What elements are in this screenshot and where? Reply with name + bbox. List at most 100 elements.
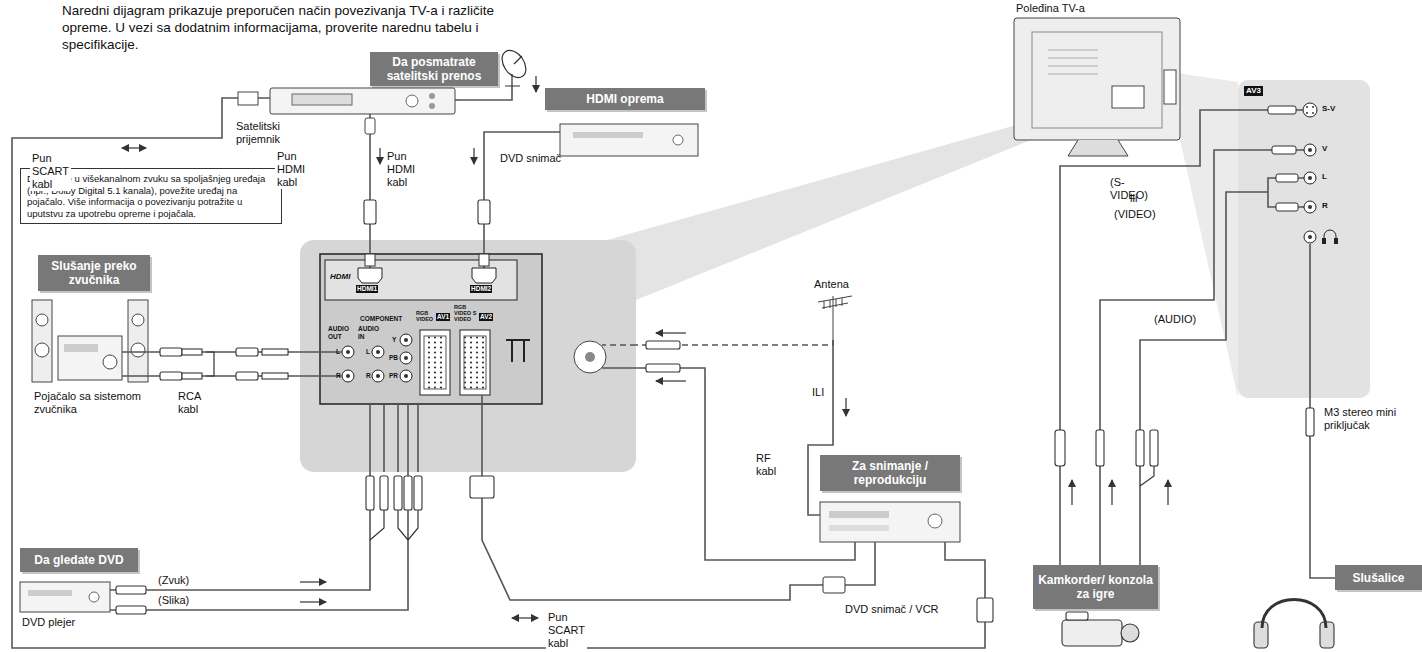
side-av-panel-drawing-part bbox=[1312, 106, 1314, 108]
text-holder: S-V bbox=[1322, 104, 1335, 113]
cable-label: Pun HDMI kabl bbox=[387, 150, 415, 189]
port-label: R bbox=[336, 372, 341, 380]
illustration-layer-part bbox=[182, 349, 202, 355]
illustration-layer-part bbox=[470, 476, 494, 498]
port-label: L bbox=[336, 348, 340, 356]
illustration-layer-part bbox=[122, 147, 146, 148]
side-av-panel-drawing-part bbox=[1272, 146, 1296, 154]
cable-label: (S-VIDEO) bbox=[1110, 176, 1148, 202]
illustration-layer-part bbox=[116, 200, 1334, 648]
amplifier-speakers-drawing-part bbox=[36, 314, 48, 326]
band-title: Da posmatrate satelitski prenos bbox=[375, 55, 493, 83]
illustration-layer-part bbox=[300, 601, 326, 602]
note-label: ILI bbox=[812, 386, 824, 399]
illustration-layer-part bbox=[300, 581, 326, 582]
port-label: COMPONENT bbox=[360, 315, 402, 323]
amplifier-speakers-drawing-part bbox=[103, 355, 117, 369]
tv-connection-panel-drawing-part bbox=[342, 346, 354, 358]
side-av-panel-drawing-part bbox=[1304, 172, 1316, 184]
side-av-panel-drawing-part bbox=[1276, 174, 1298, 182]
dvd-recorder-drawing-part bbox=[573, 132, 643, 138]
tv-connection-panel-drawing-part bbox=[585, 352, 595, 362]
illustration-layer-part bbox=[656, 332, 686, 333]
amplifier-speakers-drawing-part bbox=[122, 352, 152, 376]
illustration-layer-part bbox=[1140, 466, 1154, 486]
illustration-layer-part bbox=[845, 398, 846, 416]
label-patch: (S-VIDEO) bbox=[1108, 176, 1150, 202]
text-holder: PB bbox=[389, 354, 398, 362]
illustration-layer-part bbox=[122, 46, 1168, 618]
illustration-layer-part bbox=[160, 348, 182, 356]
text-holder: AUDIO OUT bbox=[328, 325, 350, 340]
tv-connection-panel-drawing-part bbox=[342, 370, 354, 382]
cable-connector bbox=[1060, 110, 1238, 565]
tv-connection-panel-drawing-part bbox=[400, 334, 412, 346]
satellite-receiver-drawing-part bbox=[365, 118, 375, 134]
band-title: HDMI oprema bbox=[586, 92, 663, 106]
dvd-recorder-vcr-drawing-part bbox=[928, 514, 942, 528]
illustration-layer-part bbox=[1150, 430, 1158, 466]
cable-label: Pun HDMI kabl bbox=[277, 150, 305, 189]
illustration-layer-part bbox=[1306, 408, 1314, 436]
port-label: R bbox=[1322, 201, 1328, 210]
tv-connection-panel-drawing-part bbox=[479, 254, 489, 266]
tv-connection-panel-drawing-part bbox=[400, 352, 412, 364]
label-patch: (Zvuk) bbox=[156, 574, 191, 587]
illustration-layer-part bbox=[1055, 430, 1065, 466]
dvd-recorder-vcr-drawing-part bbox=[829, 525, 889, 531]
satellite-receiver-drawing-part bbox=[238, 92, 258, 105]
illustration-layer-part bbox=[460, 86, 512, 100]
illustration-layer-part bbox=[977, 598, 993, 622]
label-patch: ILI bbox=[810, 386, 826, 399]
view-caption: Poleđina TV-a bbox=[1016, 2, 1085, 15]
cable-connector bbox=[113, 472, 370, 590]
amplifier-speakers-drawing-part bbox=[64, 344, 98, 352]
text-holder: AV1 bbox=[436, 313, 450, 321]
tv-rear-view-drawing-part bbox=[1048, 50, 1098, 74]
text-holder: Da posmatrate satelitski prenos bbox=[375, 55, 493, 83]
text-holder: AV2 bbox=[479, 313, 493, 321]
tv-rear-view-drawing bbox=[1008, 0, 1188, 158]
illustration-layer-part bbox=[656, 380, 686, 381]
device-caption: DVD plejer bbox=[22, 616, 112, 629]
dvd-recorder-vcr-drawing-part bbox=[823, 577, 845, 593]
cable-label: RF kabl bbox=[756, 452, 776, 478]
text-holder: Za snimanje / reprodukciju bbox=[825, 459, 955, 487]
illustration-layer-part bbox=[1071, 480, 1072, 505]
text-holder: HDMI bbox=[330, 272, 350, 281]
tv-connection-panel-drawing-part bbox=[420, 330, 450, 395]
device-caption: Pojačalo sa sistemom zvučnika bbox=[34, 390, 148, 416]
cable-connector bbox=[12, 98, 985, 648]
device-caption: DVD snimač / VCR bbox=[845, 603, 955, 616]
side-av-panel-drawing-part bbox=[1303, 103, 1317, 117]
tv-connection-panel-drawing-part bbox=[404, 338, 408, 342]
satellite-receiver-drawing-part bbox=[429, 93, 435, 99]
port-label: V bbox=[1322, 144, 1327, 153]
illustration-layer-part bbox=[1111, 480, 1112, 505]
label-patch: Pun HDMI kabl bbox=[385, 150, 417, 189]
tv-connection-panel-drawing-part bbox=[574, 341, 606, 373]
tv-connection-panel-drawing-part bbox=[464, 336, 486, 389]
side-av-panel-drawing-part bbox=[1238, 110, 1310, 398]
tv-connection-panel-drawing-part bbox=[376, 350, 380, 354]
tv-connection-panel-drawing-part bbox=[370, 395, 482, 472]
illustration-layer-part bbox=[1262, 600, 1326, 629]
illustration-layer-part bbox=[646, 364, 680, 372]
tv-connection-panel-drawing-part bbox=[320, 254, 542, 404]
device-caption: Satelitski prijemnik bbox=[236, 120, 308, 146]
illustration-layer-part bbox=[478, 200, 490, 224]
cable-label: RCA kabl bbox=[178, 390, 201, 416]
text-holder: Y bbox=[392, 336, 396, 344]
illustration-layer-part bbox=[535, 76, 536, 92]
dvd-recorder-drawing-part bbox=[560, 124, 698, 156]
side-av-panel-drawing-part bbox=[1304, 201, 1316, 213]
label-patch: (VIDEO) bbox=[1112, 208, 1158, 221]
cable-label: Pun SCART kabl bbox=[548, 611, 585, 650]
antenna: Antena bbox=[808, 278, 858, 340]
illustration-layer-part bbox=[236, 372, 258, 380]
illustration-layer-part bbox=[116, 586, 146, 594]
text-holder: HDMI oprema bbox=[586, 92, 663, 106]
connector-group bbox=[12, 98, 1335, 648]
text-holder: AUDIO IN bbox=[358, 325, 382, 340]
